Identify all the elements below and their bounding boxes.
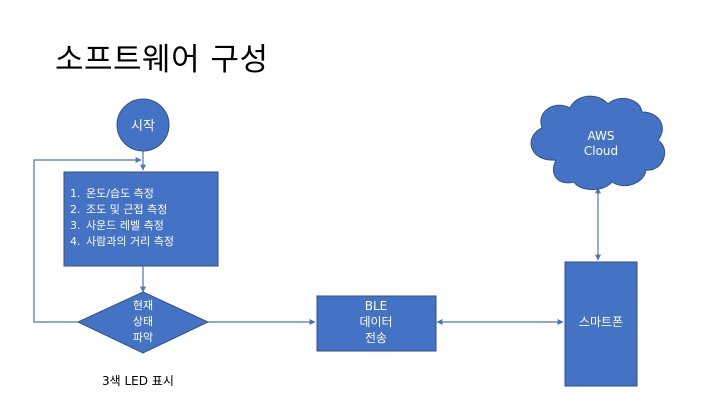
cloud-label-1: AWS xyxy=(587,129,614,143)
process-list: 1.온도/습도 측정 2.조도 및 근접 측정 3.사운드 레벨 측정 4.사람… xyxy=(70,186,174,250)
decision-node xyxy=(76,291,210,354)
ble-box xyxy=(316,295,437,352)
process-item: 3.사운드 레벨 측정 xyxy=(70,219,164,232)
led-caption: 3색 LED 표시 xyxy=(102,374,174,388)
process-item: 4.사람과의 거리 측정 xyxy=(70,235,174,248)
process-box xyxy=(63,171,219,267)
decision-label-2: 상태 xyxy=(133,315,153,328)
process-item: 2.조도 및 근접 측정 xyxy=(70,203,168,216)
process-item: 1.온도/습도 측정 xyxy=(70,187,154,200)
smartphone-label: 스마트폰 xyxy=(579,315,623,329)
start-label: 시작 xyxy=(131,119,155,134)
slide-title: 소프트웨어 구성 xyxy=(55,42,269,78)
ble-label-2: 데이터 xyxy=(359,315,392,329)
ble-label-1: BLE xyxy=(365,299,388,313)
ble-label-3: 전송 xyxy=(365,331,387,345)
cloud-icon xyxy=(530,95,666,190)
connectors xyxy=(33,151,601,325)
smartphone-box xyxy=(564,261,638,387)
start-node xyxy=(116,98,170,152)
cloud-label-2: Cloud xyxy=(584,144,618,158)
decision-label-3: 파악 xyxy=(133,331,153,344)
decision-label-1: 현재 xyxy=(133,299,153,312)
connector-loop-back xyxy=(33,157,142,323)
